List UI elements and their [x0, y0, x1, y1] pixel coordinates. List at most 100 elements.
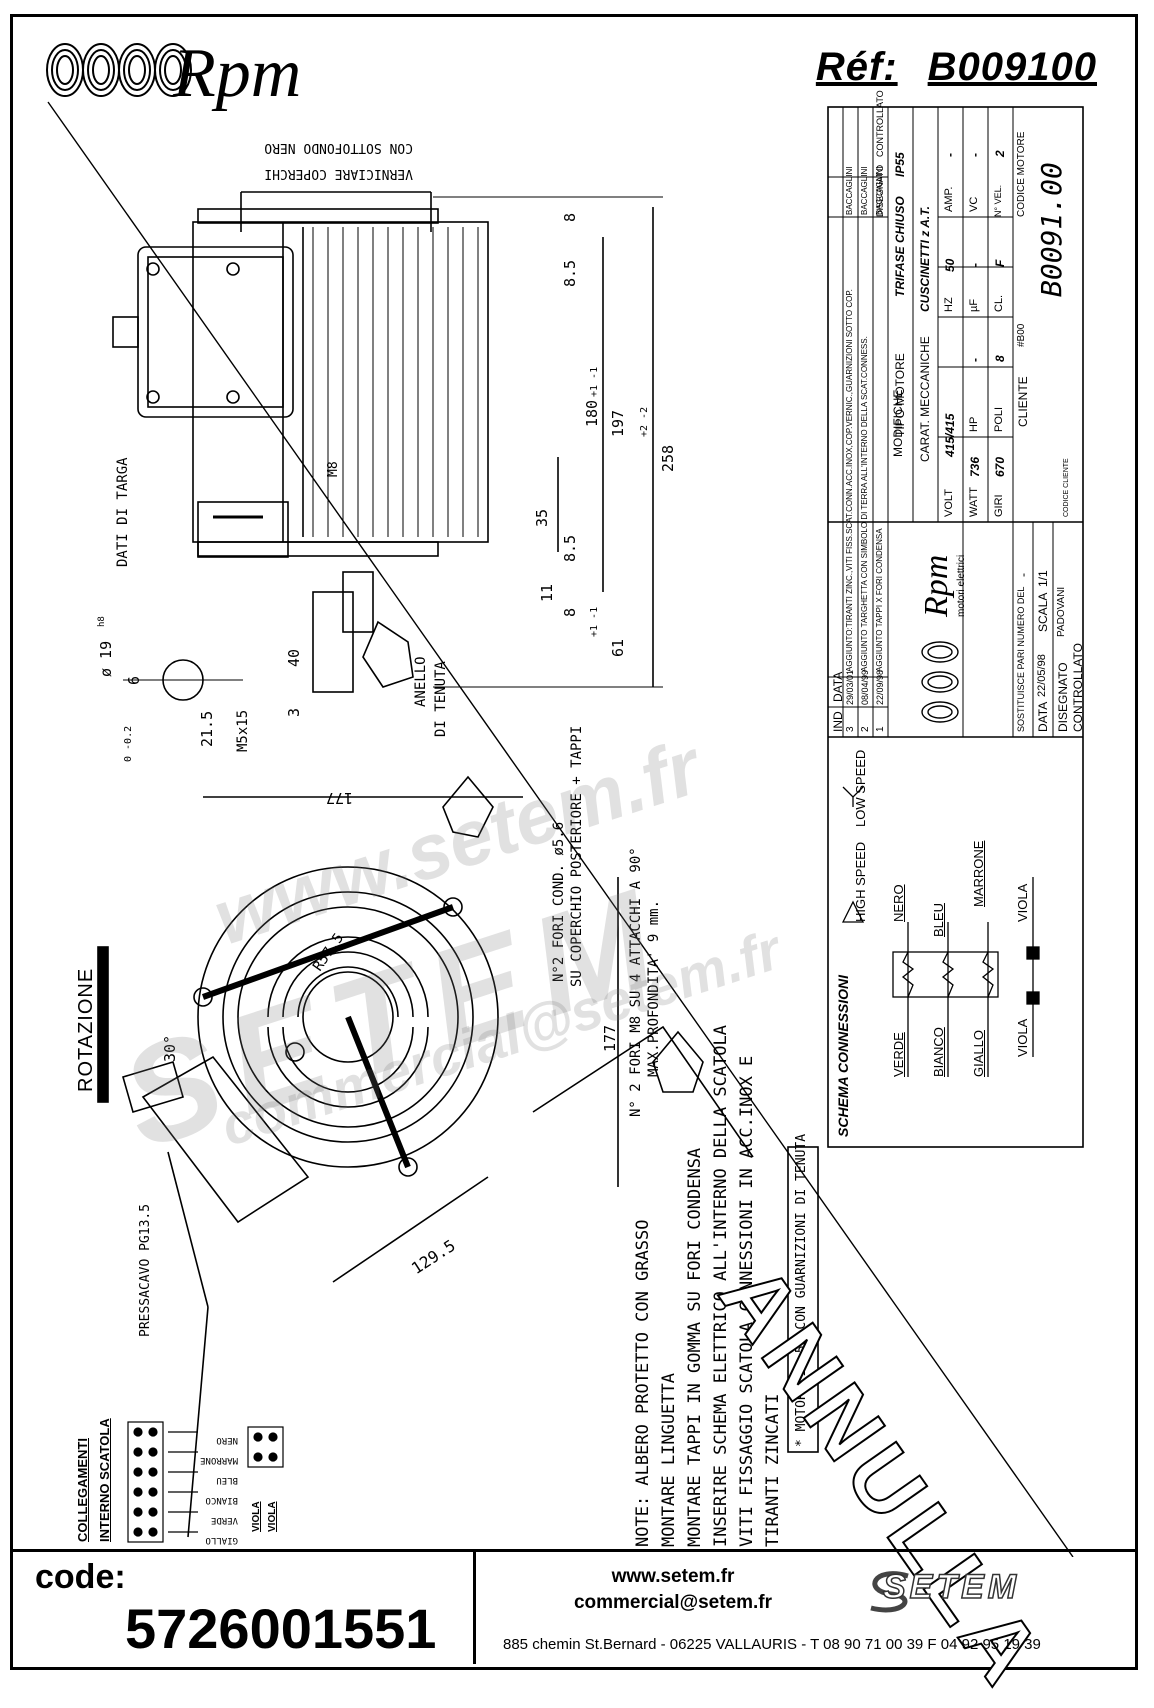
dim-40: 40: [285, 648, 303, 667]
rev-2-ind: 2: [860, 726, 871, 732]
watt-value: 736: [968, 456, 982, 477]
ref-value: B009100: [927, 45, 1097, 89]
poli-label: POLI: [993, 406, 1005, 432]
tipo-motore-value: TRIFASE CHIUSO: [893, 196, 907, 297]
cliente-label: CLIENTE: [1016, 376, 1030, 427]
address: 885 chemin St.Bernard - 06225 VALLAURIS …: [503, 1636, 1041, 1653]
drawing-sheet: Rpm Réf:B009100: [10, 14, 1138, 1708]
code-value: 5726001551: [125, 1597, 437, 1660]
wire-bianco: BIANCO: [931, 1027, 946, 1077]
anello-label-2: DI TENUTA: [433, 661, 449, 737]
dim-61-tol: +1 -1: [589, 606, 600, 637]
collegamenti-label-2: INTERNO SCATOLA: [97, 1418, 112, 1542]
cl-value: F: [993, 259, 1007, 267]
note-line: NOTE: ALBERO PROTETTO CON GRASSO: [633, 1219, 653, 1547]
rev-header-ind: IND: [831, 711, 845, 732]
wire-label: MARRONE: [200, 1455, 238, 1465]
controllato-label: CONTROLLATO: [1071, 643, 1085, 732]
code-box: code: 5726001551: [13, 1552, 476, 1664]
wire-verde: VERDE: [891, 1032, 906, 1077]
sostituisce-label: SOSTITUISCE PARI NUMERO DEL: [1016, 586, 1026, 732]
hz-label: HZ: [943, 297, 955, 312]
hp-label: HP: [968, 416, 980, 432]
giri-label: GIRI: [993, 494, 1005, 517]
cliente-value: #B00: [1016, 323, 1027, 347]
schema-title: SCHEMA CONNESSIONI: [835, 974, 851, 1137]
uf-value: -: [968, 263, 982, 267]
dim-35: 35: [533, 508, 551, 527]
paint-note-2: CON SOTTOFONDO NERO: [264, 140, 413, 155]
codice-motore-value: B0091.00: [1035, 162, 1068, 297]
amp-value: -: [943, 153, 957, 157]
rev-3-by: BACCAGLINI: [845, 166, 854, 215]
disegnato-value: PADOVANI: [1056, 586, 1067, 637]
giri-value: 670: [993, 456, 1007, 477]
m8-label: M8: [326, 461, 341, 477]
rev-2-by: BACCAGLINI: [860, 166, 869, 215]
rev-3-text: AGGIUNTO:TIRANTI ZINC.,VITI FISS.SCAT.CO…: [845, 289, 854, 672]
watt-label: WATT: [968, 487, 980, 517]
vc-value: -: [968, 153, 982, 157]
sostituisce-value: -: [1016, 573, 1030, 577]
uf-label: µF: [968, 298, 980, 312]
data-value: 22/05/98: [1036, 654, 1048, 697]
poli-value: 8: [993, 355, 1007, 362]
dim-8-bottom: 8: [561, 607, 579, 617]
thread-size: M5x15: [235, 709, 251, 752]
rev-1-ind: 1: [875, 726, 886, 732]
email-link[interactable]: commercial@setem.fr: [573, 1592, 773, 1613]
cl-label: CL.: [993, 294, 1005, 312]
dim-258-tol: +2 -2: [639, 406, 650, 437]
rev-2-date: 08/04/99: [860, 669, 870, 705]
hp-value: -: [968, 358, 982, 362]
tb-brand-sub: motori elettrici: [956, 554, 967, 617]
rev-1-date: 22/09/98: [875, 669, 885, 705]
dim-177-top: 177: [325, 789, 353, 807]
setem-swirl-icon: [870, 1571, 909, 1613]
wire-nero: NERO: [891, 884, 906, 922]
nvel-label: N° VEL.: [993, 184, 1003, 217]
dim-3: 3: [285, 707, 303, 717]
shaft-tolerance: h8: [97, 616, 107, 627]
wire-giallo: GIALLO: [971, 1030, 986, 1077]
schema-viola-1: VIOLA: [1015, 1018, 1030, 1057]
viola-label: VIOLA: [251, 1501, 262, 1532]
dim-8-top: 8: [561, 212, 579, 222]
codice-cliente-label: CODICE CLIENTE: [1063, 458, 1070, 517]
pressacavo-label: PRESSACAVO PG13.5: [138, 1203, 153, 1337]
rev-3-date: 29/03/01: [845, 669, 855, 705]
carat-value: CUSCINETTI z A.T.: [918, 206, 932, 312]
volt-label: VOLT: [943, 489, 955, 517]
dim-258: 258: [659, 444, 677, 472]
contact-block: www.setem.fr commercial@setem.fr: [573, 1564, 773, 1616]
dim-8-5-top: 8.5: [561, 259, 579, 287]
dim-6: 6: [125, 675, 143, 685]
paint-note-1: VERNICIARE COPERCHI: [264, 166, 413, 181]
data-label: DATA: [1036, 701, 1050, 732]
rev-3-ind: 3: [845, 726, 856, 732]
dim-180: 180: [583, 399, 601, 427]
website-link[interactable]: www.setem.fr: [611, 1566, 735, 1587]
dim-11: 11: [538, 583, 556, 602]
collegamenti-label-1: COLLEGAMENTI: [75, 1438, 90, 1542]
shaft-diameter: ø 19: [97, 640, 115, 677]
rotazione-label: ROTAZIONE: [75, 967, 97, 1092]
wire-label: VERDE: [210, 1515, 238, 1525]
anello-label-1: ANELLO: [413, 656, 429, 707]
amp-label: AMP.: [943, 186, 955, 212]
wire-label: GIALLO: [205, 1535, 238, 1545]
rev-header-data: DATA: [831, 671, 845, 702]
wire-label: BLEU: [216, 1475, 238, 1485]
dim-197: 197: [609, 409, 627, 437]
hz-value: 50: [943, 258, 957, 272]
viola-label: VIOLA: [267, 1501, 278, 1532]
reference-number: Réf: B009100: [816, 45, 1097, 90]
footer: code: 5726001551 www.setem.fr commercial…: [13, 1549, 1135, 1667]
high-speed-label: HIGH SPEED: [853, 841, 868, 922]
volt-value: 415/415: [943, 413, 957, 457]
dati-di-targa-label: DATI DI TARGA: [115, 457, 131, 567]
setem-logo: SETEM: [882, 1567, 1021, 1607]
wire-bleu: BLEU: [931, 903, 946, 937]
scala-label: SCALA: [1036, 592, 1050, 632]
ref-label: Réf:: [815, 45, 898, 89]
